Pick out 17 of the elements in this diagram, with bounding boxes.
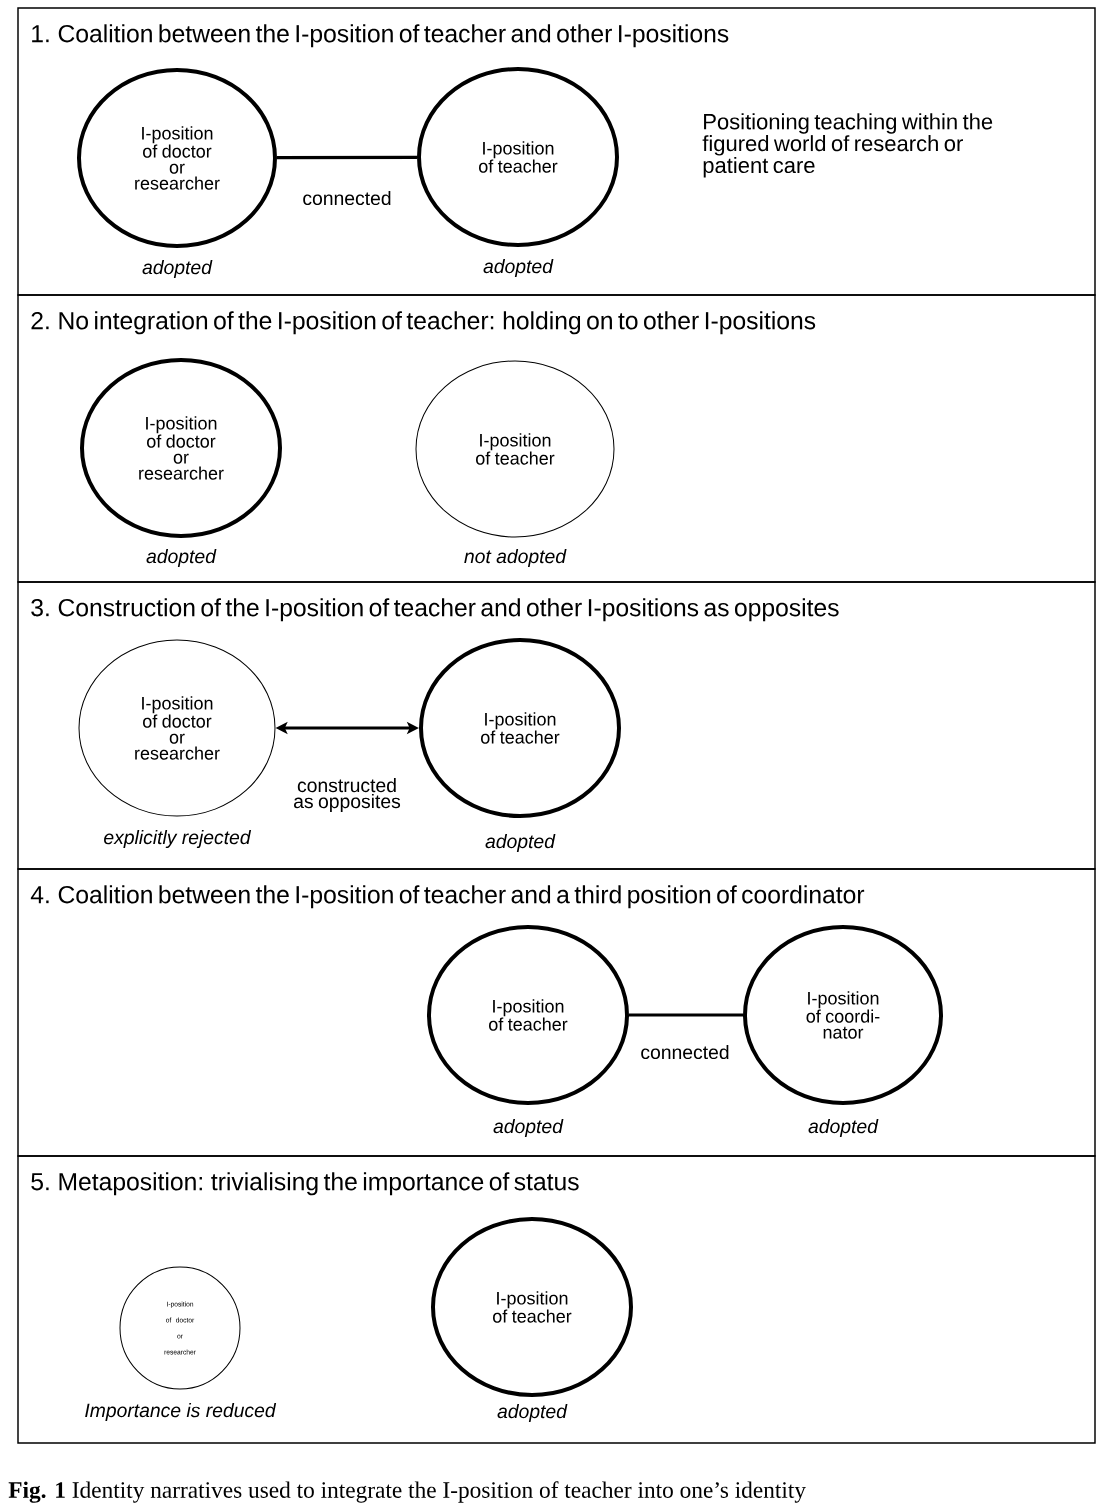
circle-caption: explicitly rejected [104, 830, 252, 848]
connector-line [277, 155, 417, 160]
connector-line [629, 1013, 743, 1017]
circle-caption: adopted [808, 1119, 879, 1137]
note-text: Positioning teaching within the figured world of research or patient care [702, 113, 993, 178]
circle-caption: adopted [497, 1404, 568, 1422]
caption: Fig. 1 Identity narratives used to integrate the I-position of teacher into one’s identity [8, 1481, 806, 1503]
edge-label: constructed as opposites [294, 778, 401, 812]
circle-caption: not adopted [464, 549, 567, 567]
circle-caption: Importance is reduced [85, 1403, 277, 1421]
circle-caption: adopted [483, 259, 554, 277]
circle-caption: adopted [493, 1119, 564, 1137]
circle-caption: adopted [142, 260, 213, 278]
edge-label: connected [303, 190, 391, 206]
circle-caption: adopted [146, 549, 217, 567]
edge-label: connected [641, 1044, 729, 1060]
circle-caption: adopted [485, 834, 556, 852]
